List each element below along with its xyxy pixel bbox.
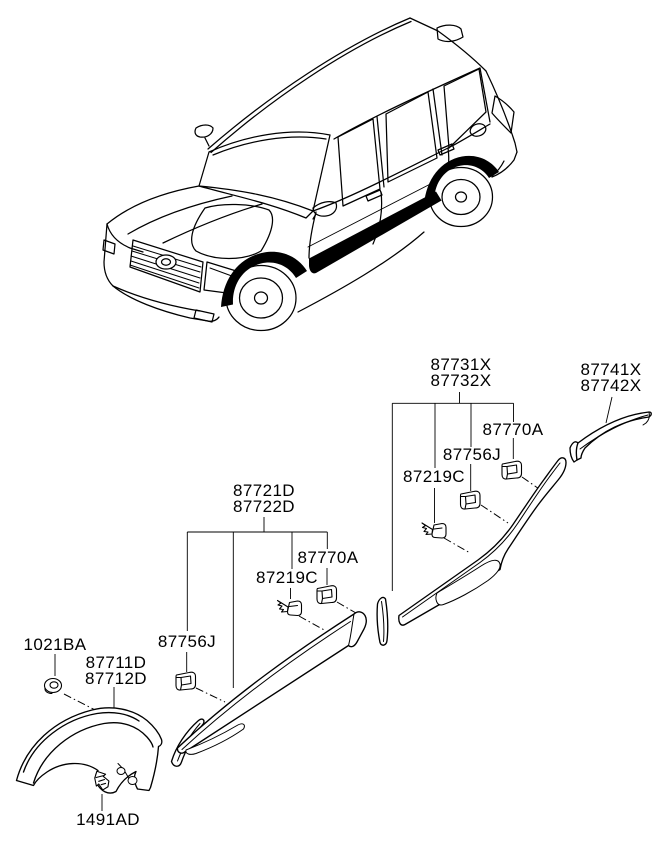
- part-code: 87219C: [403, 467, 465, 486]
- hood-crease-2: [162, 203, 263, 244]
- grille-outline: [129, 239, 204, 293]
- rocker-moulding-highlight: [309, 191, 442, 274]
- rear-door-handle: [437, 143, 455, 156]
- roof-rail-line-2: [210, 20, 412, 154]
- rear-arch-leader: [605, 396, 613, 424]
- part-code: 87756J: [157, 632, 217, 651]
- part-code: 1491AD: [76, 810, 140, 829]
- square-clip-icon-rear-87770A: [501, 460, 523, 480]
- driver-mirror: [312, 201, 338, 220]
- windshield-inner-line: [212, 136, 327, 156]
- hood-crease-1: [127, 195, 233, 235]
- rocker-bottom-edge: [297, 231, 425, 313]
- rear-arch-highlight: [424, 155, 499, 205]
- brand-logo: [155, 254, 177, 270]
- part-label-rear-screw-87219C: 87219C: [403, 467, 465, 486]
- part-label-front-screw-87219C: 87219C: [256, 568, 318, 587]
- fuel-door: [469, 123, 487, 137]
- rear-moulding-end-cap-drawing: [376, 596, 389, 646]
- front-door-window: [337, 118, 381, 207]
- part-label-rear-clip-87756J: 87756J: [442, 445, 502, 464]
- part-code: 87219C: [256, 568, 318, 587]
- cowl-line: [198, 185, 314, 219]
- side-marker-lamp: [102, 239, 116, 255]
- vehicle-illustration: [102, 17, 518, 332]
- b-pillar: [376, 115, 385, 188]
- rear-group-bracket: [392, 392, 514, 404]
- window-top-edge: [333, 67, 481, 140]
- part-code: 1021BA: [23, 635, 87, 654]
- screw-clip-icon-rear-87219C: [421, 522, 447, 539]
- part-code: 87721D: [233, 481, 295, 500]
- hood-bulge: [191, 203, 274, 260]
- locator-front-87756J: [195, 687, 226, 703]
- part-label-rear-clip-87770A: 87770A: [482, 420, 544, 439]
- locator-rear-87756J: [480, 504, 509, 524]
- square-clip-icon-front-87770A: [316, 585, 338, 605]
- fog-lamp: [193, 309, 215, 323]
- front-door-handle: [365, 189, 383, 202]
- part-code: 87770A: [297, 548, 359, 567]
- part-label-front-door-moulding: 87721D 87722D: [233, 481, 295, 516]
- part-code: 87732X: [430, 370, 492, 390]
- front-wheel: [225, 264, 297, 332]
- rear-door-moulding-drawing: [398, 457, 567, 626]
- front-door-rear-edge: [372, 191, 383, 245]
- front-drop-87756J: [186, 532, 188, 672]
- tail-lamp: [491, 95, 515, 134]
- rear-arch-moulding-drawing: [569, 411, 652, 463]
- part-code: 87770A: [482, 420, 544, 439]
- roof-rail-line: [207, 17, 411, 150]
- rear-door-window: [385, 91, 438, 183]
- part-label-push-clip-1491AD: 1491AD: [76, 810, 140, 829]
- front-arch-moulding-drawing: [15, 707, 163, 794]
- rear-drop-87219C: [434, 403, 436, 523]
- locator-front-87770A: [336, 601, 357, 614]
- highlighted-side-mouldings: [221, 155, 499, 307]
- part-label-rear-door-moulding: 87731X 87732X: [430, 355, 492, 390]
- locator-front-87219C: [298, 615, 327, 632]
- sunroof: [436, 24, 464, 43]
- roof-outline: [409, 17, 487, 72]
- part-label-front-clip-87770A: 87770A: [297, 548, 359, 567]
- part-label-grommet-1021BA: 1021BA: [23, 635, 87, 654]
- part-code: 87712D: [85, 668, 147, 688]
- part-code: 87722D: [233, 496, 295, 516]
- quarter-window: [443, 68, 487, 149]
- passenger-mirror: [194, 124, 214, 147]
- grommet-icon-1021BA: [43, 677, 63, 695]
- windshield: [198, 131, 331, 212]
- square-clip-icon-rear-87756J: [459, 490, 481, 510]
- part-code: 87711D: [85, 653, 147, 672]
- part-label-front-clip-87756J: 87756J: [157, 632, 217, 651]
- screw-clip-icon-front-87219C: [276, 599, 303, 617]
- d-pillar: [479, 67, 491, 123]
- label-bracket-lines: [54, 392, 613, 811]
- part-code: 87731X: [430, 355, 492, 374]
- front-fender-edge: [106, 223, 144, 253]
- part-code: 87741X: [580, 360, 642, 379]
- part-code: 87742X: [580, 375, 642, 395]
- square-clip-icon-front-87756J: [175, 671, 197, 691]
- part-code: 87756J: [442, 445, 502, 464]
- front-group-bracket: [187, 517, 328, 533]
- door-character-line: [307, 176, 445, 248]
- brand-logo-inner: [160, 258, 172, 266]
- front-drop-87219C: [290, 532, 293, 599]
- front-bumper-outline: [103, 223, 220, 322]
- part-label-rear-arch-moulding: 87741X 87742X: [580, 360, 642, 395]
- rear-pillar-edge: [485, 70, 518, 153]
- hood-left-edge: [106, 185, 200, 225]
- part-label-front-arch-moulding: 87711D 87712D: [85, 653, 147, 688]
- c-pillar: [432, 88, 443, 156]
- rear-bumper: [491, 151, 518, 178]
- locator-rear-87219C: [443, 537, 471, 554]
- rear-wheel: [428, 166, 494, 228]
- bumper-mid-line: [112, 285, 201, 312]
- front-door-moulding-drawing: [176, 611, 367, 755]
- front-arch-highlight: [221, 251, 307, 307]
